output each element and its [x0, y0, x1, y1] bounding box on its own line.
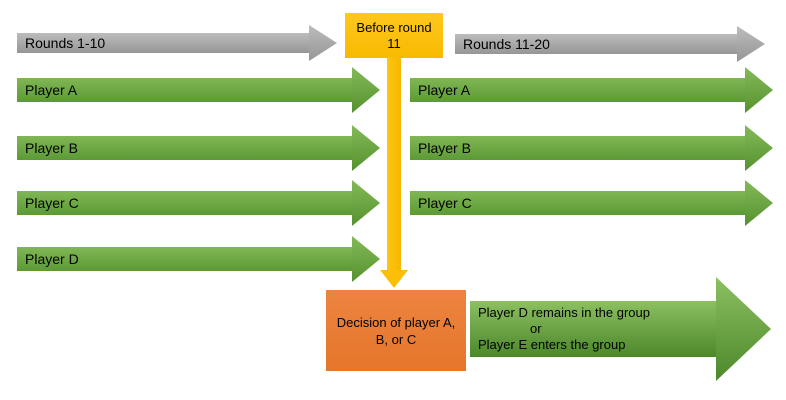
arrowhead-right-icon — [737, 26, 765, 62]
player-arrow-right-c: Player C — [410, 180, 773, 226]
player-arrow-right-b: Player B — [410, 125, 773, 171]
decision-line-2: B, or C — [375, 331, 417, 347]
arrowhead-right-icon — [352, 67, 380, 113]
player-arrow-right-a: Player A — [410, 67, 773, 113]
player-arrow-body: Player B — [17, 136, 352, 160]
arrowhead-right-icon — [745, 180, 773, 226]
milestone-line-1: Before round — [356, 19, 432, 35]
player-arrow-body: Player A — [410, 78, 745, 102]
player-arrow-left-b: Player B — [17, 125, 380, 171]
player-label: Player B — [25, 140, 78, 156]
player-label: Player A — [418, 82, 471, 98]
arrowhead-right-icon — [352, 125, 380, 171]
outcome-arrow-body: Player D remains in the group or Player … — [470, 301, 716, 357]
timeline-arrow-body: Rounds 1-10 — [17, 33, 309, 53]
player-arrow-left-d: Player D — [17, 236, 380, 282]
milestone-box: Before round 11 — [345, 13, 443, 58]
timeline-left-label: Rounds 1-10 — [25, 35, 106, 51]
player-label: Player A — [25, 82, 78, 98]
arrowhead-right-icon — [352, 236, 380, 282]
outcome-line-3: Player E enters the group — [478, 337, 626, 352]
player-arrow-left-a: Player A — [17, 67, 380, 113]
player-arrow-body: Player C — [17, 191, 352, 215]
arrowhead-down-icon — [380, 270, 408, 288]
player-arrow-body: Player B — [410, 136, 745, 160]
decision-box: Decision of player A, B, or C — [326, 290, 466, 371]
arrowhead-right-icon — [716, 277, 771, 381]
player-label: Player C — [25, 195, 79, 211]
player-arrow-left-c: Player C — [17, 180, 380, 226]
player-arrow-body: Player C — [410, 191, 745, 215]
player-arrow-body: Player A — [17, 78, 352, 102]
outcome-arrow: Player D remains in the group or Player … — [470, 277, 771, 381]
arrowhead-right-icon — [745, 67, 773, 113]
arrowhead-right-icon — [309, 25, 337, 61]
player-arrow-body: Player D — [17, 247, 352, 271]
player-label: Player D — [25, 251, 79, 267]
timeline-right-label: Rounds 11-20 — [463, 36, 550, 52]
decision-line-1: Decision of player A, — [336, 314, 456, 330]
milestone-line-2: 11 — [387, 35, 401, 51]
outcome-line-1: Player D remains in the group — [478, 305, 650, 320]
player-label: Player C — [418, 195, 472, 211]
outcome-line-2: or — [530, 321, 542, 336]
timeline-arrow-body: Rounds 11-20 — [455, 34, 737, 54]
milestone-down-arrow-stem — [387, 57, 401, 270]
arrowhead-right-icon — [745, 125, 773, 171]
player-label: Player B — [418, 140, 471, 156]
timeline-arrow-rounds-11-20: Rounds 11-20 — [455, 26, 765, 62]
timeline-arrow-rounds-1-10: Rounds 1-10 — [17, 25, 337, 61]
arrowhead-right-icon — [352, 180, 380, 226]
